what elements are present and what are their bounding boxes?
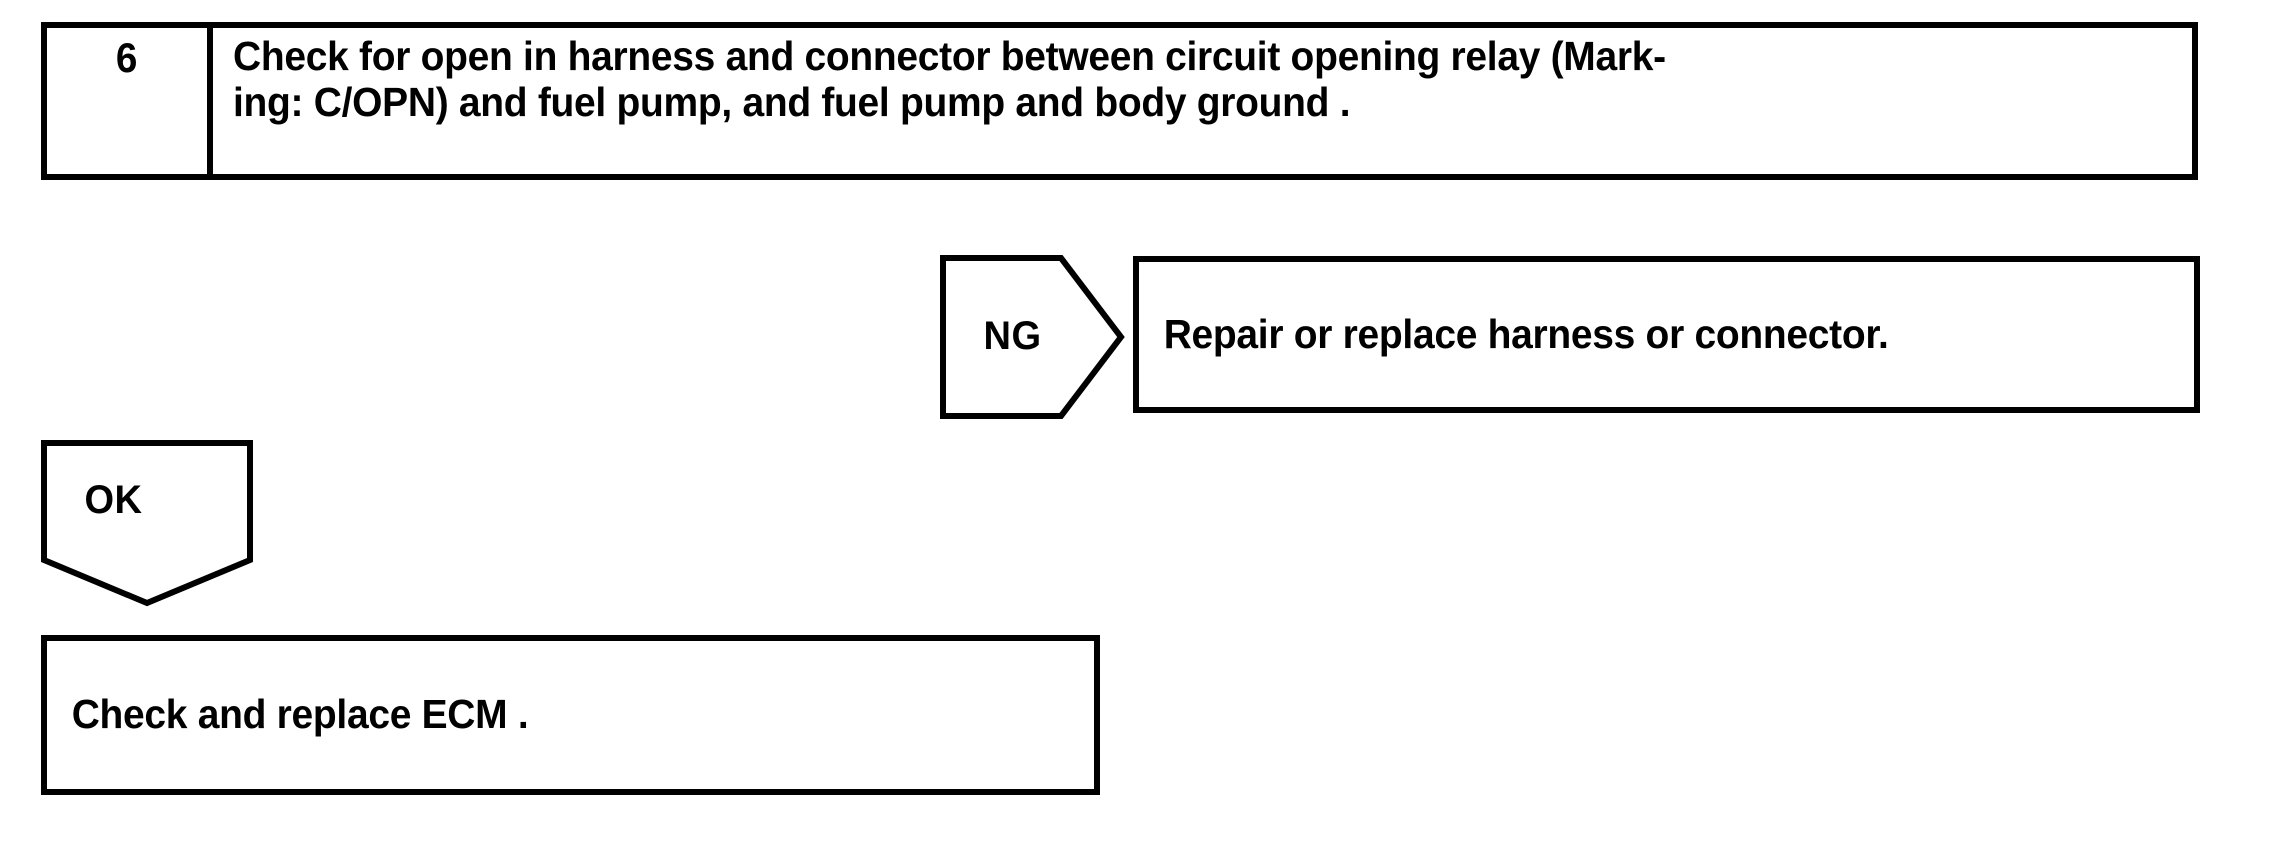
ecm-result-box: Check and replace ECM . (41, 635, 1100, 795)
step-instruction-line-1: Check for open in harness and connector … (233, 33, 1666, 79)
step-number: 6 (116, 34, 138, 81)
ng-label: NG (983, 314, 1042, 358)
pentagon-down-icon (41, 440, 253, 607)
pentagon-right-icon (940, 255, 1125, 419)
step-table: 6 Check for open in harness and connecto… (41, 22, 2198, 180)
repair-result-box: Repair or replace harness or connector. (1133, 256, 2200, 413)
ng-branch-arrow: NG (940, 255, 1125, 419)
ecm-result-text: Check and replace ECM . (71, 691, 529, 738)
step-instruction-cell: Check for open in harness and connector … (213, 28, 2192, 174)
repair-result-text: Repair or replace harness or connector. (1163, 310, 1889, 357)
step-number-cell: 6 (47, 28, 213, 174)
ok-label: OK (84, 478, 143, 522)
ok-branch-arrow: OK (41, 440, 253, 607)
step-instruction-line-2: ing: C/OPN) and fuel pump, and fuel pump… (233, 78, 1351, 125)
